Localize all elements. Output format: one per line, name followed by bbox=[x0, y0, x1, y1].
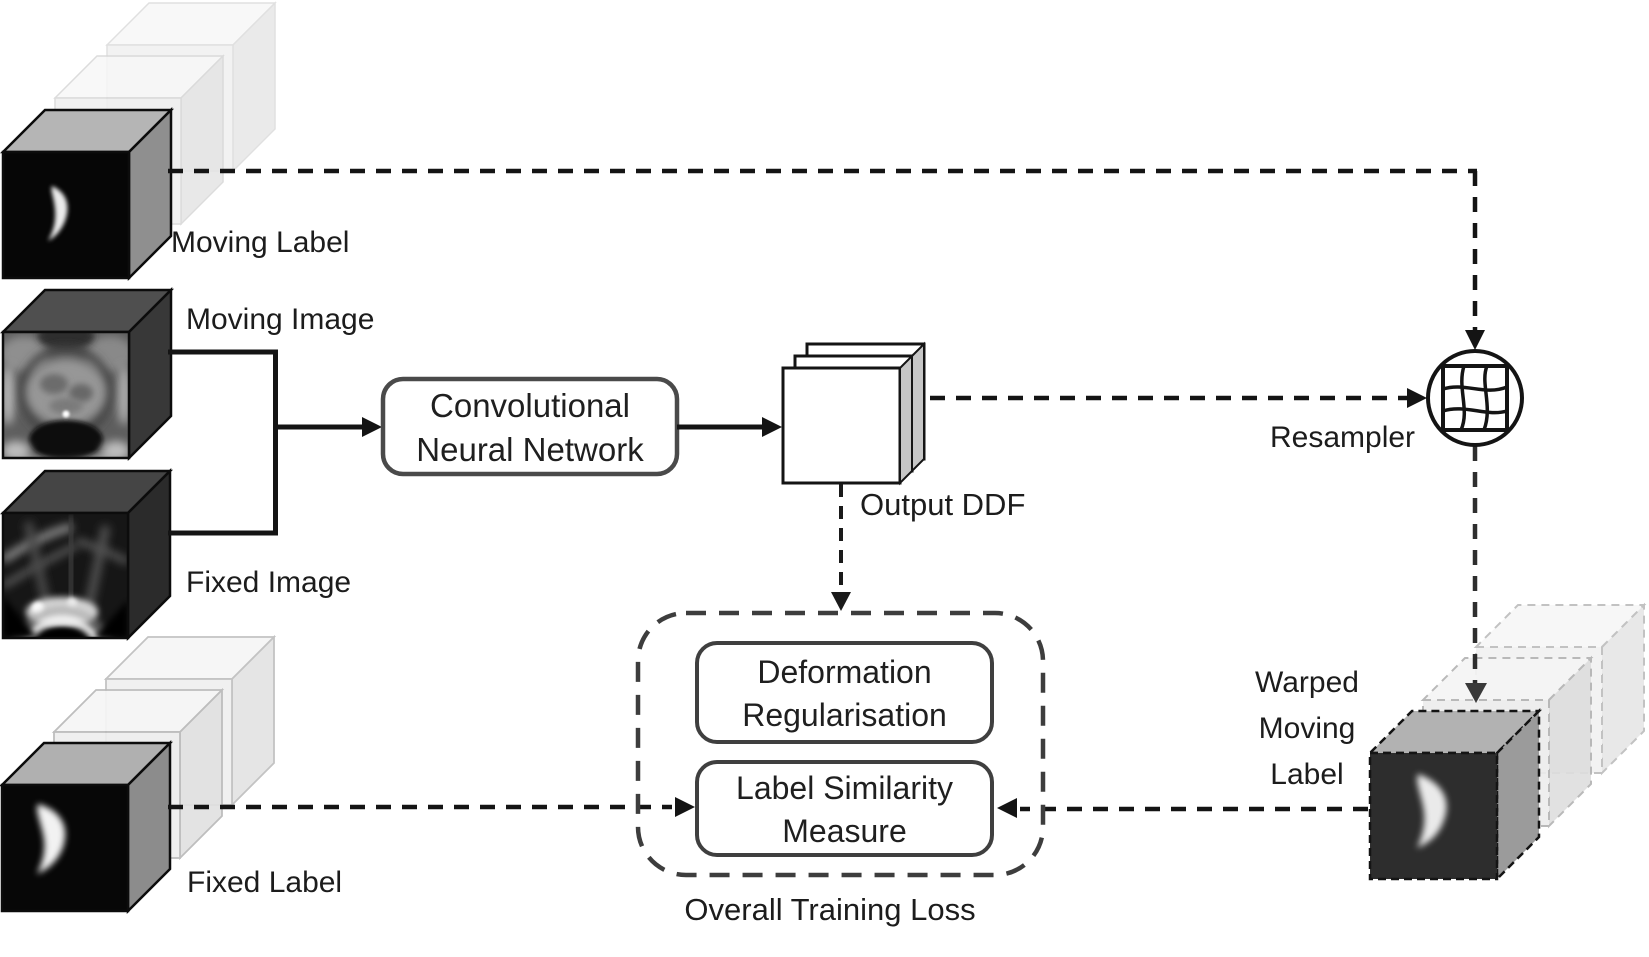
fixed-label-cube-stack bbox=[0, 634, 277, 915]
arrow-images-to-cnn bbox=[168, 349, 382, 536]
arrow-fixed-label-to-similarity bbox=[168, 797, 695, 817]
arrow-resampler-to-warped-label bbox=[1465, 446, 1487, 703]
moving-image-text: Moving Image bbox=[186, 303, 375, 336]
deformation-regularisation-text: Deformation Regularisation bbox=[742, 653, 947, 733]
arrow-ddf-to-loss bbox=[831, 484, 851, 611]
arrow-warped-label-to-similarity bbox=[997, 798, 1368, 818]
overall-training-loss-text: Overall Training Loss bbox=[684, 892, 976, 927]
mri-slice-image bbox=[3, 332, 129, 458]
fixed-label-crescent bbox=[37, 804, 66, 874]
resampler-text: Resampler bbox=[1270, 421, 1416, 454]
label-similarity-measure-text: Label Similarity Measure bbox=[736, 769, 953, 849]
moving-label-cube-stack bbox=[0, 1, 277, 282]
ultrasound-slice-image bbox=[3, 513, 128, 638]
arrow-moving-label-to-resampler bbox=[168, 168, 1485, 350]
resampler-icon bbox=[1426, 349, 1524, 447]
deformation-regularisation-box bbox=[695, 641, 994, 744]
warped-moving-label-cube-stack bbox=[1366, 602, 1647, 883]
cnn-box-text: Convolutional Neural Network bbox=[416, 386, 644, 468]
fixed-image-text: Fixed Image bbox=[186, 566, 352, 599]
fixed-label-text: Fixed Label bbox=[187, 866, 343, 899]
moving-label-crescent bbox=[48, 186, 68, 241]
label-similarity-measure-box bbox=[695, 760, 994, 857]
overall-training-loss-container bbox=[635, 610, 1046, 878]
moving-label-text: Moving Label bbox=[171, 226, 350, 259]
arrow-cnn-to-ddf bbox=[677, 417, 782, 437]
warped-label-crescent bbox=[1417, 774, 1447, 848]
moving-image-cube bbox=[0, 286, 175, 462]
output-ddf-stack bbox=[781, 341, 926, 486]
output-ddf-text: Output DDF bbox=[860, 487, 1026, 522]
warped-moving-label-text: Warped Moving Label bbox=[1255, 666, 1359, 791]
arrow-ddf-to-resampler bbox=[930, 388, 1427, 408]
fixed-image-cube bbox=[0, 467, 174, 642]
